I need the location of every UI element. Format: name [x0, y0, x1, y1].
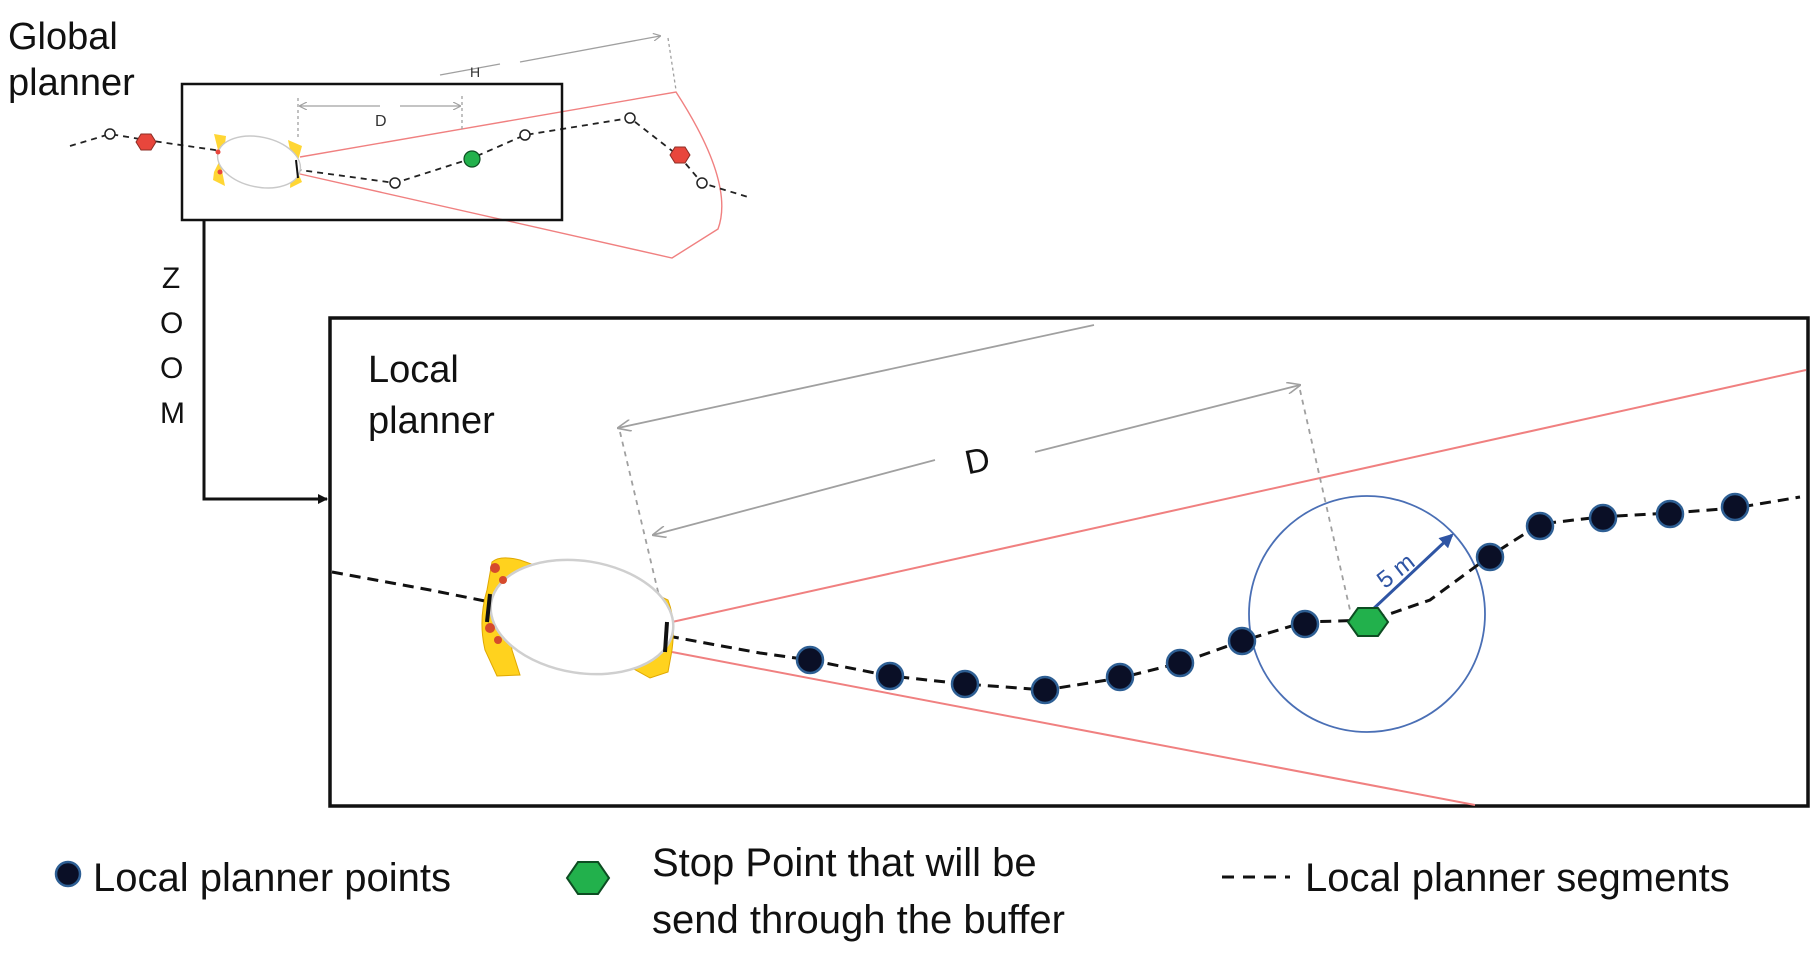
legend-stop-line1: Stop Point that will be	[652, 841, 1037, 885]
local-point-icon	[1720, 492, 1750, 522]
zoom-region-frame	[180, 82, 564, 222]
fov-upper-line	[671, 369, 1807, 623]
global-dimension-lines	[297, 36, 677, 138]
local-planner-points	[795, 492, 1750, 705]
local-point-icon	[1227, 626, 1257, 656]
legend-stop-point-icon	[565, 861, 611, 895]
local-dimension-lines	[618, 324, 1351, 611]
local-point-icon	[1165, 648, 1195, 678]
local-point-icon	[1105, 662, 1135, 692]
zoom-letter-o2: O	[160, 352, 184, 385]
legend-point-icon	[54, 860, 82, 888]
local-planner-title: Local planner	[368, 345, 568, 448]
global-fov-cone	[299, 91, 723, 259]
global-dim-inner-label: D	[375, 113, 387, 130]
waypoint-icon	[104, 128, 116, 140]
stop-radius-circle	[1248, 495, 1486, 733]
local-point-icon	[1655, 499, 1685, 529]
local-title-line1: Local	[368, 349, 459, 391]
zoom-letter-m: M	[160, 397, 185, 430]
global-title-line2: planner	[8, 62, 135, 105]
zoom-connector-arrow	[202, 220, 328, 504]
waypoint-icon	[624, 112, 636, 124]
zoom-letter-z: Z	[161, 262, 181, 295]
fov-lower-line	[671, 651, 1476, 806]
global-stop-point-icon	[463, 150, 481, 168]
legend	[54, 860, 1290, 895]
local-point-icon	[1525, 511, 1555, 541]
obstacle-icon	[135, 133, 157, 151]
local-point-icon	[1030, 675, 1060, 705]
local-point-icon	[1588, 503, 1618, 533]
local-point-icon	[875, 661, 905, 691]
waypoint-icon	[389, 177, 401, 189]
local-title-line2: planner	[368, 400, 495, 443]
legend-segments-label: Local planner segments	[1305, 856, 1730, 900]
stop-point-icon	[1346, 607, 1390, 637]
waypoint-icon	[696, 177, 708, 189]
radius-arrow	[1368, 533, 1454, 614]
local-planner-panel: D 5 m	[328, 316, 1810, 808]
obstacle-icon	[669, 146, 691, 164]
vehicle-icon	[481, 557, 675, 679]
legend-stop-label: Stop Point that will be send through the…	[652, 835, 1212, 949]
global-dim-outer-label: H	[470, 64, 480, 80]
global-vehicle-icon	[213, 134, 302, 189]
waypoint-icon	[519, 129, 531, 141]
legend-stop-line2: send through the buffer	[652, 897, 1065, 942]
local-point-icon	[795, 645, 825, 675]
global-title-line1: Global	[8, 16, 118, 58]
local-point-icon	[1290, 609, 1320, 639]
local-point-icon	[950, 669, 980, 699]
global-planner-title: Global planner	[8, 14, 178, 107]
local-point-icon	[1475, 542, 1505, 572]
zoom-letter-o1: O	[160, 307, 184, 340]
legend-points-label: Local planner points	[93, 856, 452, 900]
global-path	[69, 117, 749, 198]
global-planner-panel: H D	[69, 36, 749, 259]
